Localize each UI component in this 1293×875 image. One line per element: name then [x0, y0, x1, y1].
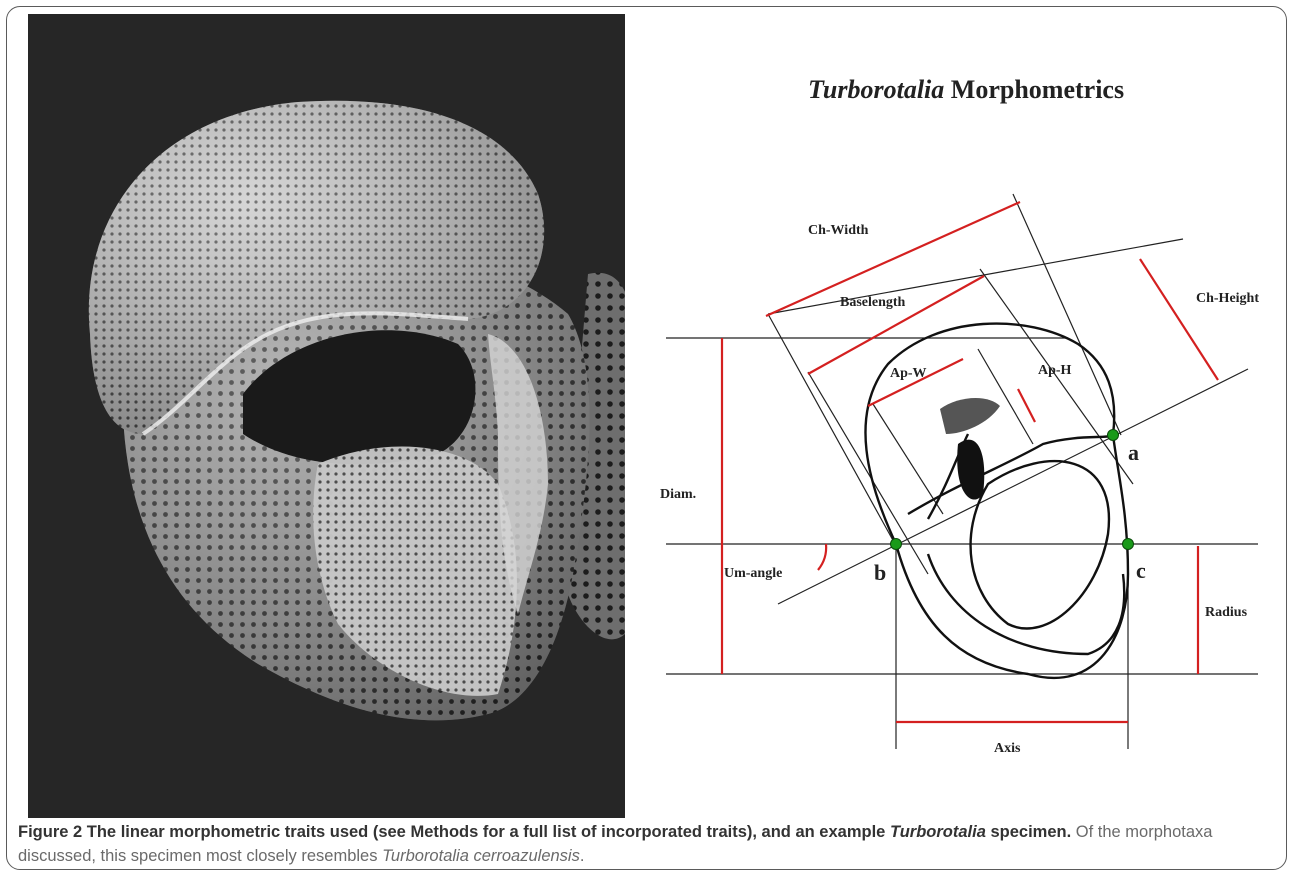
point-a-marker — [1108, 430, 1119, 441]
caption-italic-1: Turborotalia cerroazulensis — [382, 847, 580, 865]
label-ch-width: Ch-Width — [808, 223, 869, 238]
label-point-b: b — [874, 560, 886, 585]
label-point-a: a — [1128, 440, 1139, 465]
caption-figure-label: Figure 2 — [18, 823, 82, 841]
aperture-dark — [957, 440, 984, 500]
point-b-marker — [891, 539, 902, 550]
sem-specimen-photo — [28, 14, 625, 818]
figure-caption: Figure 2 The linear morphometric traits … — [18, 820, 1280, 868]
label-axis: Axis — [994, 741, 1021, 756]
diagram-title-genus: Turborotalia — [808, 75, 944, 104]
label-point-c: c — [1136, 558, 1146, 583]
label-radius: Radius — [1205, 605, 1248, 620]
caption-bold-italic: Turborotalia — [890, 823, 986, 841]
caption-bold-1: The linear morphometric traits used (see… — [82, 823, 890, 841]
caption-text-2: . — [580, 847, 585, 865]
label-ap-w: Ap-W — [890, 366, 927, 381]
label-baselength: Baselength — [840, 295, 906, 310]
diagram-title: Turborotalia Morphometrics — [808, 75, 1124, 104]
label-diam: Diam. — [660, 487, 696, 502]
label-um-angle: Um-angle — [724, 566, 782, 581]
aperture-hatch — [940, 398, 1000, 434]
label-ch-height: Ch-Height — [1196, 291, 1259, 306]
point-c-marker — [1123, 539, 1134, 550]
label-ap-h: Ap-H — [1038, 363, 1072, 378]
diagram-title-rest: Morphometrics — [944, 75, 1124, 104]
morphometrics-diagram: Turborotalia Morphometrics — [628, 14, 1278, 814]
caption-bold-2: specimen. — [986, 823, 1071, 841]
